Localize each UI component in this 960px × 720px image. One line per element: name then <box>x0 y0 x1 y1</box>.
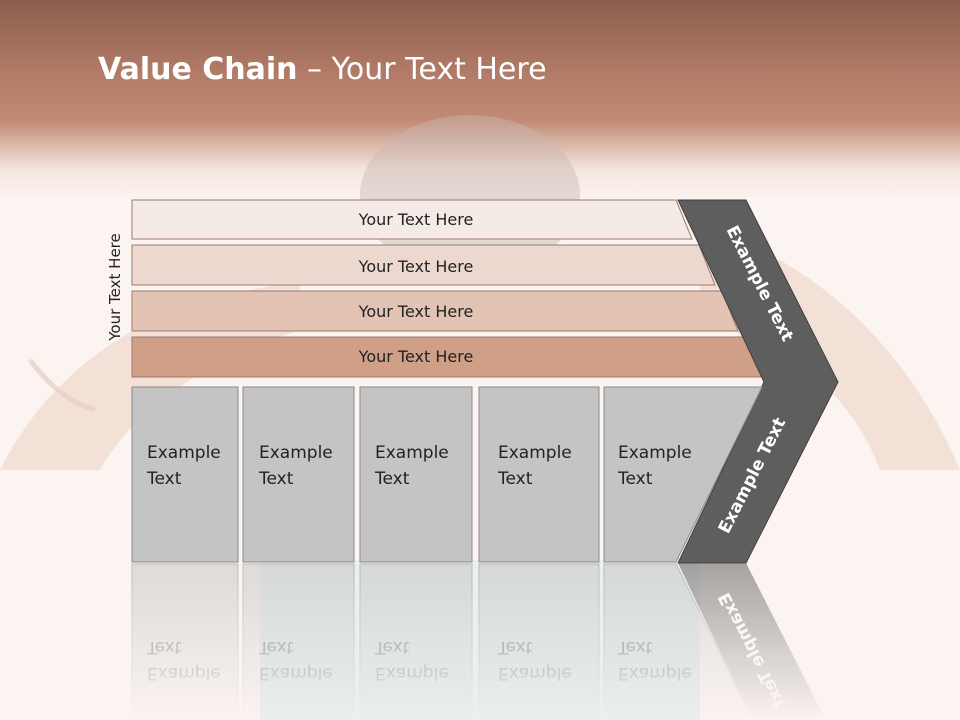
refl-box-1-line-1: Example <box>147 663 221 683</box>
refl-box-5-line-2: Text <box>617 637 653 657</box>
box-4 <box>478 386 600 563</box>
header-band <box>0 0 960 200</box>
refl-box-2-line-1: Example <box>259 663 333 683</box>
refl-chevron <box>678 563 826 720</box>
box-1-line-1: Example <box>147 443 221 463</box>
box-2-line-2: Text <box>258 469 294 489</box>
refl-box-3 <box>359 563 473 720</box>
box-5-line-1: Example <box>618 443 692 463</box>
box-2 <box>242 386 355 563</box>
refl-box-5-line-1: Example <box>618 663 692 683</box>
refl-box-4-line-2: Text <box>497 637 533 657</box>
bar-2-label: Your Text Here <box>358 257 474 276</box>
refl-box-1-line-2: Text <box>146 637 182 657</box>
bar-1-label: Your Text Here <box>358 210 474 229</box>
refl-box-3-line-2: Text <box>374 637 410 657</box>
bar-4-label: Your Text Here <box>358 347 474 366</box>
bg-bracelet <box>28 358 96 413</box>
bar-3 <box>131 290 739 332</box>
refl-box-4 <box>478 563 600 720</box>
slide-title: Value Chain – Your Text Here <box>98 52 547 87</box>
diagram-reflection: Example Text Example Text Example Text E… <box>131 563 826 720</box>
box-2-line-1: Example <box>259 443 333 463</box>
box-3-line-1: Example <box>375 443 449 463</box>
bar-2 <box>131 244 716 286</box>
box-4-line-1: Example <box>498 443 572 463</box>
title-rest: – Your Text Here <box>297 52 547 87</box>
box-5 <box>603 386 763 563</box>
bar-1 <box>131 199 693 240</box>
refl-box-2-line-2: Text <box>258 637 294 657</box>
bar-3-label: Your Text Here <box>358 302 474 321</box>
box-1 <box>131 386 239 563</box>
refl-box-3-line-1: Example <box>375 663 449 683</box>
refl-box-4-line-1: Example <box>498 663 572 683</box>
refl-box-1 <box>131 563 239 720</box>
support-boxes: Example Text Example Text Example Text E… <box>131 386 763 563</box>
box-3 <box>359 386 473 563</box>
refl-box-2 <box>242 563 355 720</box>
box-4-line-2: Text <box>497 469 533 489</box>
box-5-line-2: Text <box>617 469 653 489</box>
box-3-line-2: Text <box>374 469 410 489</box>
title-bold: Value Chain <box>98 52 298 87</box>
refl-box-5 <box>603 563 754 720</box>
box-1-line-2: Text <box>146 469 182 489</box>
